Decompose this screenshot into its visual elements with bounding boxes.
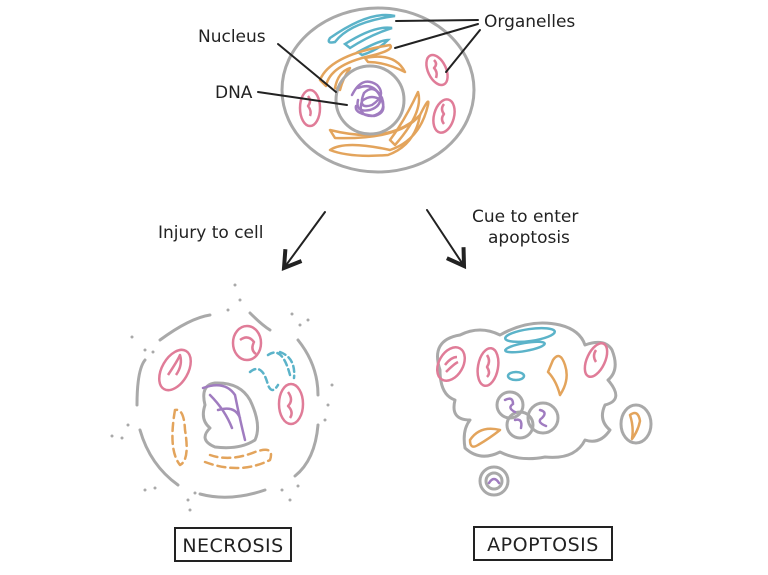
nucleus-label: Nucleus [198, 27, 266, 47]
blebbing-membrane [436, 321, 618, 461]
cue-label-line1: Cue to enter [472, 207, 578, 227]
dna-label: DNA [215, 83, 253, 103]
necrotic-cell [110, 283, 334, 512]
swollen-mitochondria [158, 324, 305, 426]
er-fragments [468, 354, 568, 448]
ruptured-membrane [135, 311, 320, 499]
debris-dots [110, 283, 334, 512]
damaged-nucleus [201, 381, 260, 450]
mitochondria [436, 341, 609, 388]
fragmented-dna [201, 383, 247, 442]
cue-label-line2: apoptosis [488, 228, 570, 248]
apoptotic-body-right [619, 403, 653, 445]
arrow-to-apoptosis [426, 209, 467, 270]
apoptotic-cell [436, 321, 653, 497]
apoptotic-body-bottom [478, 465, 510, 497]
nucleus-pointer [277, 43, 337, 93]
mitochondria [298, 53, 456, 134]
organelles-pointers [394, 19, 481, 73]
fragmented-golgi [248, 350, 296, 392]
golgi [503, 326, 557, 382]
nucleus [334, 64, 406, 136]
cell-membrane [280, 6, 476, 174]
arrow-to-necrosis [281, 211, 326, 272]
organelles-label: Organelles [484, 12, 575, 32]
dna-pointer [257, 91, 348, 106]
condensed-nuclear-fragments [495, 390, 560, 440]
fragmented-er [171, 408, 273, 470]
healthy-cell [280, 6, 476, 174]
apoptosis-caption: APOPTOSIS [473, 526, 613, 561]
dna [350, 80, 385, 118]
endoplasmic-reticulum [318, 43, 430, 158]
condensed-dna [503, 397, 548, 430]
necrosis-caption: NECROSIS [174, 527, 292, 562]
golgi [327, 13, 396, 57]
injury-label: Injury to cell [158, 223, 263, 243]
necrosis-label: NECROSIS [182, 535, 283, 557]
apoptosis-label: APOPTOSIS [487, 534, 599, 556]
